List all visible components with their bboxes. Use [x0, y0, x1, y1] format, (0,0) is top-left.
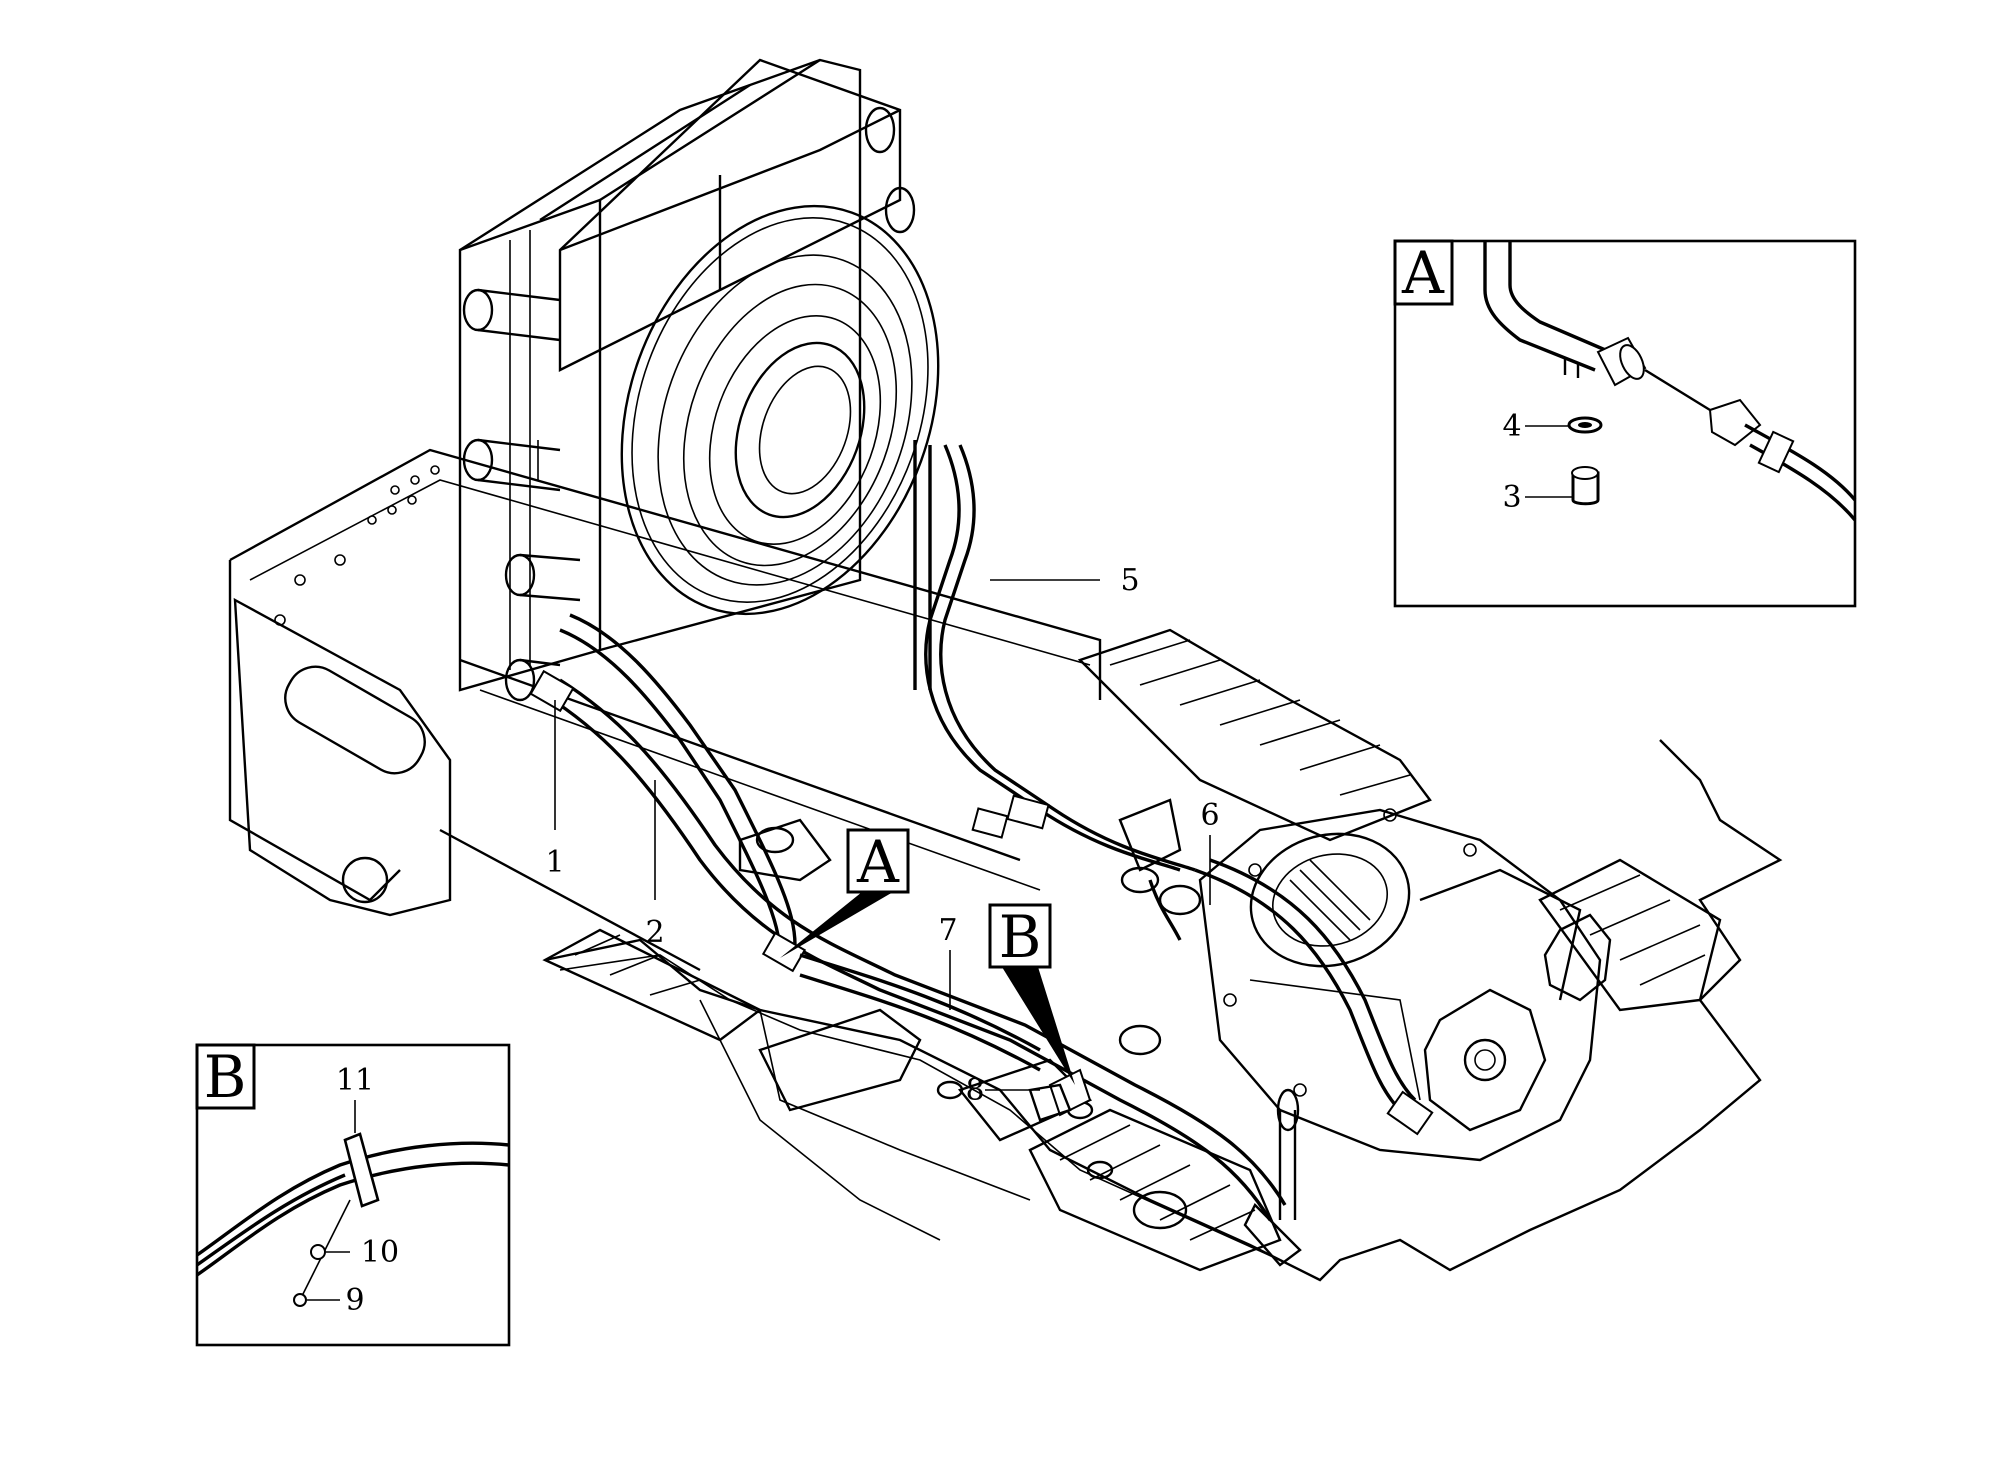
callout-1: 1	[545, 845, 564, 880]
callout-9: 9	[345, 1283, 364, 1318]
callout-6: 6	[1200, 798, 1219, 833]
detail-ref-a-label: A	[856, 828, 900, 896]
diamond-plate-step-bottom	[1028, 1108, 1282, 1272]
callout-10: 10	[361, 1235, 399, 1270]
detail-ref-b-marker: B	[988, 903, 1075, 1085]
hose-1	[529, 669, 1302, 1267]
diamond-plate-step-top	[1077, 628, 1432, 842]
hose-7	[799, 953, 1041, 1072]
detail-ref-a-marker: A	[780, 828, 910, 958]
hose-2	[559, 613, 807, 973]
mounting-brackets	[738, 798, 1300, 1230]
detail-a-title: A	[1401, 239, 1445, 307]
callout-4: 4	[1502, 409, 1521, 444]
callout-7: 7	[938, 913, 957, 948]
callouts: 1 2 5 6 7 8	[545, 563, 1219, 1108]
detail-b-panel: B 11 10 9	[195, 1043, 511, 1347]
hose-6	[1120, 858, 1434, 1136]
callout-2: 2	[645, 915, 664, 950]
callout-11: 11	[336, 1063, 374, 1098]
detail-ref-b-label: B	[999, 903, 1042, 971]
chassis-outline	[228, 448, 1783, 1282]
oil-cooler-radiator	[458, 58, 916, 702]
detail-b-title: B	[204, 1043, 247, 1111]
hose-5	[913, 440, 1196, 872]
fan-shroud	[620, 204, 940, 616]
detail-a-panel: A 4 3	[1393, 239, 1857, 608]
diamond-plate-step-right	[1538, 858, 1722, 1012]
clamp-8	[1028, 1068, 1092, 1122]
diamond-plate-step-left	[542, 928, 763, 1042]
callout-3: 3	[1502, 480, 1521, 515]
callout-8: 8	[965, 1073, 984, 1108]
main-assembly	[228, 58, 1783, 1282]
callout-5: 5	[1120, 563, 1139, 598]
